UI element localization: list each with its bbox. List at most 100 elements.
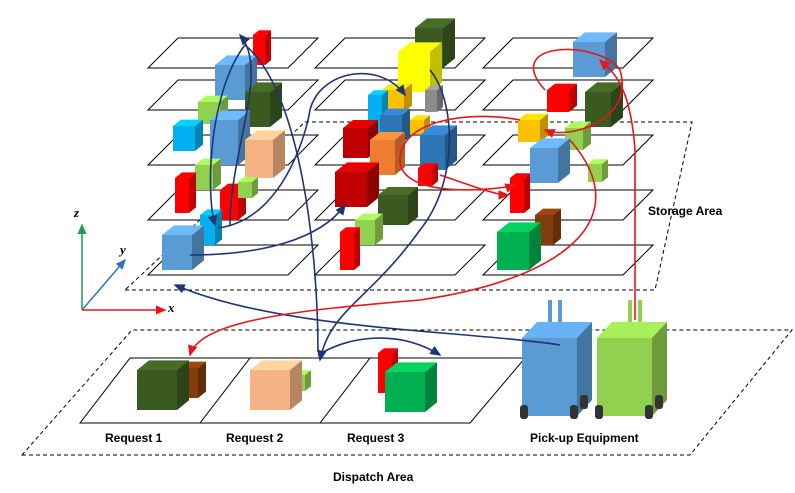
cube — [238, 177, 258, 198]
request-1-label: Request 1 — [105, 431, 163, 445]
cube-top — [588, 159, 608, 164]
relocation-red-arrow — [532, 48, 623, 139]
storage-area-label: Storage Area — [648, 204, 723, 218]
cube-front — [245, 140, 273, 178]
cube-side — [529, 222, 541, 270]
cube — [175, 172, 196, 213]
y-axis — [81, 258, 126, 311]
retrieval-arrow — [217, 72, 406, 229]
cube-top — [378, 187, 418, 195]
cube-front — [340, 232, 354, 270]
cube-front — [137, 370, 177, 410]
cube-side — [569, 83, 577, 112]
cube-top — [137, 360, 189, 370]
cube — [195, 158, 221, 190]
cube-side — [553, 208, 561, 245]
cube-top — [535, 208, 561, 215]
cube-front — [547, 90, 569, 112]
cube-front — [425, 90, 437, 112]
cube-front — [573, 42, 605, 77]
cube-top — [238, 177, 258, 182]
cube-top — [378, 348, 398, 353]
equipment-red-arrow — [598, 58, 636, 320]
cube-front — [250, 370, 290, 410]
wheel — [595, 405, 603, 419]
dispatch-area-label: Dispatch Area — [333, 470, 414, 484]
cube-top — [385, 362, 437, 372]
cube — [530, 138, 570, 183]
cube-front — [497, 232, 529, 270]
cube-top — [245, 130, 285, 140]
cube-top — [425, 85, 443, 90]
cube-front — [173, 126, 195, 151]
cube-top — [335, 162, 379, 172]
cube-side — [367, 162, 379, 207]
cube-front — [335, 172, 367, 207]
cube-top — [573, 32, 617, 42]
cube-front — [588, 164, 602, 182]
cube-top — [530, 138, 570, 148]
cube-front — [518, 120, 540, 142]
cube-side — [432, 163, 438, 186]
cube-top — [343, 120, 378, 128]
cube — [250, 360, 302, 410]
cube-side — [213, 158, 221, 190]
cube-front — [585, 92, 611, 127]
cube — [497, 222, 541, 270]
cube-front — [175, 178, 189, 213]
cube-top — [547, 83, 577, 90]
cube-side — [290, 360, 302, 410]
cube-side — [375, 213, 383, 245]
wheel — [645, 405, 653, 419]
storage-red-arrow — [439, 174, 510, 200]
cube-side — [252, 177, 258, 198]
cube-side — [195, 119, 203, 151]
cube-front — [238, 182, 252, 198]
wheel — [520, 405, 528, 419]
cube — [343, 120, 378, 158]
cube — [585, 82, 623, 127]
storage-to-request-1-red-arrow — [188, 139, 597, 357]
retrieval-arrow — [229, 33, 252, 226]
request-3-arrow — [317, 337, 442, 356]
cube — [162, 225, 204, 270]
cube-top — [420, 125, 457, 135]
cube-top — [497, 222, 541, 232]
cube — [335, 162, 379, 207]
shelf-level — [481, 37, 655, 69]
cube-side — [270, 82, 282, 127]
cube-front — [530, 148, 558, 183]
cube — [378, 187, 418, 225]
cube-side — [265, 30, 271, 65]
request-3-label: Request 3 — [347, 431, 405, 445]
cube — [137, 360, 189, 410]
cube-top — [250, 360, 302, 370]
cube-side — [425, 362, 437, 412]
vehicle-top — [522, 322, 592, 338]
vehicle-side — [577, 322, 592, 416]
vehicle-body — [597, 338, 652, 416]
cube-side — [305, 370, 311, 391]
cube-front — [510, 178, 524, 213]
cube-front — [343, 128, 368, 158]
cube-top — [518, 113, 548, 120]
cube-top — [418, 163, 438, 168]
cube — [588, 159, 608, 182]
cube-top — [368, 90, 388, 95]
cube-side — [404, 83, 412, 112]
cube-front — [220, 190, 238, 220]
equipment-to-storage-arrow — [173, 284, 561, 346]
cube-side — [192, 225, 204, 270]
cube-top — [195, 158, 221, 165]
cube-top — [340, 227, 360, 232]
cube-side — [602, 159, 608, 182]
cube-top — [415, 18, 455, 28]
cube-top — [245, 82, 282, 92]
cube — [210, 110, 250, 165]
cube-top — [173, 119, 203, 126]
cube-top — [200, 209, 222, 215]
z-axis-label: z — [74, 205, 80, 220]
wheel — [570, 405, 578, 419]
cube — [398, 42, 442, 92]
